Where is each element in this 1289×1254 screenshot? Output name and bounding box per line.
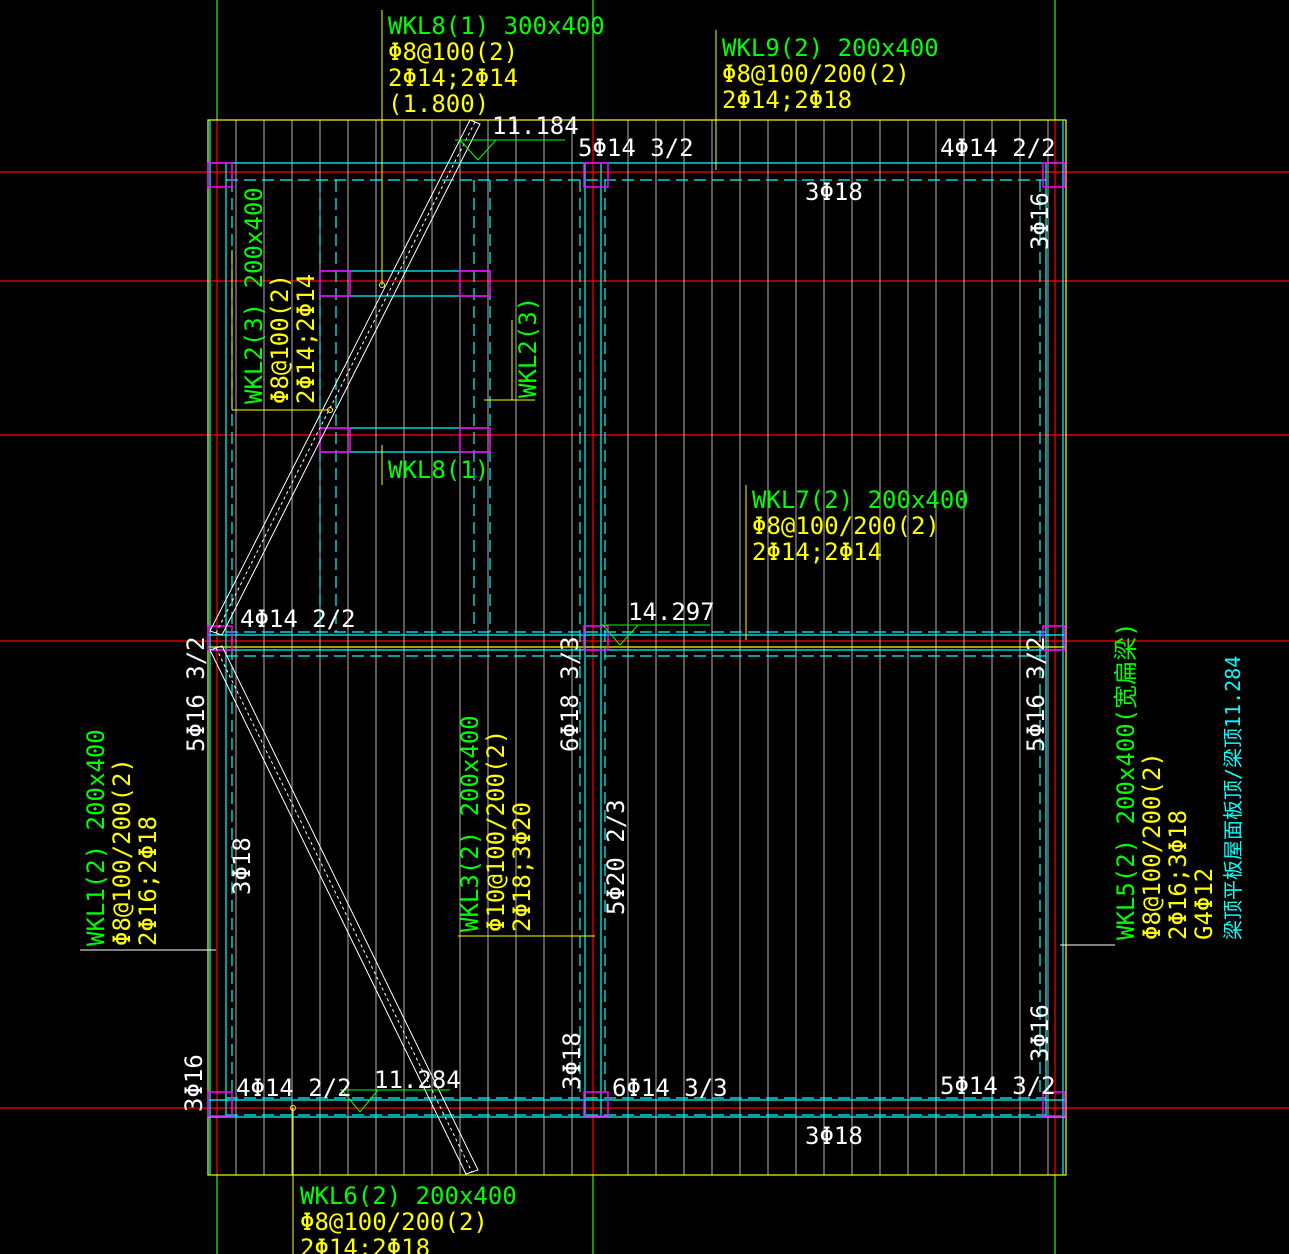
rebar-bot-left: 4Φ14 2/2 [236, 1074, 352, 1102]
beam-bars: 2Φ14;2Φ18 [722, 86, 852, 114]
beam-name: WKL1(2) 200x400 [82, 729, 110, 946]
hidden-beam-edges [226, 179, 1046, 1116]
columns [207, 162, 1066, 1117]
rebar-left-span: 3Φ18 [228, 837, 256, 895]
beam-stirrup: Φ8@100(2) [388, 38, 518, 66]
beam-bars: 2Φ14;2Φ14 [292, 274, 320, 404]
elevation-marker-bottom [340, 1089, 450, 1113]
beam-offset: (1.800) [388, 90, 489, 118]
beam-stirrup: Φ8@100/200(2) [1138, 752, 1166, 940]
beam-label-wkl7[interactable]: WKL7(2) 200x400 Φ8@100/200(2) 2Φ14;2Φ14 [752, 486, 969, 566]
beam-label-wkl5[interactable]: WKL5(2) 200x400(宽扁梁) Φ8@100/200(2) 2Φ16;… [1112, 622, 1245, 940]
rebar-right-top: 3Φ16 [1026, 192, 1054, 250]
rebar-center-bot: 3Φ18 [558, 1032, 586, 1090]
beam-label-wkl8[interactable]: WKL8(1) 300x400 Φ8@100(2) 2Φ14;2Φ14 (1.8… [388, 12, 605, 118]
beam-bars: 2Φ16;2Φ18 [134, 816, 162, 946]
elevation-top: 11.184 [492, 112, 579, 140]
beam-label-wkl1[interactable]: WKL1(2) 200x400 Φ8@100/200(2) 2Φ16;2Φ18 [82, 729, 162, 946]
elevation-marker-top [455, 139, 565, 161]
beam-label-wkl2[interactable]: WKL2(3) 200x400 Φ8@100(2) 2Φ14;2Φ14 [240, 187, 320, 404]
beam-stirrup: Φ8@100/200(2) [108, 758, 136, 946]
rebar-mid-left: 4Φ14 2/2 [240, 605, 356, 633]
beam-label-wkl6[interactable]: WKL6(2) 200x400 Φ8@100/200(2) 2Φ14;2Φ18 [300, 1182, 517, 1254]
beam-bars: 2Φ16;3Φ18 [1164, 810, 1192, 940]
beam-stirrup: Φ8@100(2) [266, 274, 294, 404]
beam-stirrup: Φ8@100/200(2) [300, 1208, 488, 1236]
beam-name: WKL3(2) 200x400 [456, 715, 484, 932]
rebar-top-mid: 5Φ14 3/2 [578, 134, 694, 162]
rebar-center-span: 5Φ20 2/3 [602, 799, 630, 915]
beam-bars: 2Φ14;2Φ14 [752, 538, 882, 566]
rebar-left-mid: 5Φ16 3/2 [182, 636, 210, 752]
beam-name: WKL5(2) 200x400(宽扁梁) [1112, 622, 1140, 940]
rebar-bot-mid: 6Φ14 3/3 [612, 1074, 728, 1102]
beam-label-wkl3[interactable]: WKL3(2) 200x400 Φ10@100/200(2) 2Φ18;3Φ20 [456, 715, 536, 932]
rebar-center-col: 6Φ18 3/3 [556, 636, 584, 752]
rebar-right-mid: 5Φ16 3/2 [1022, 636, 1050, 752]
beam-stirrup: Φ8@100/200(2) [752, 512, 940, 540]
beam-bars: 2Φ14;2Φ14 [388, 64, 518, 92]
stair-flights [209, 119, 481, 1175]
beam-label-wkl2-ref[interactable]: WKL2(3) [514, 297, 542, 398]
beam-name: WKL6(2) 200x400 [300, 1182, 517, 1210]
beam-stirrup: Φ8@100/200(2) [722, 60, 910, 88]
beam-label-wkl8-ref[interactable]: WKL8(1) [388, 456, 489, 484]
beam-name: WKL2(3) 200x400 [240, 187, 268, 404]
rebar-right-bottom: 3Φ16 [1026, 1004, 1054, 1062]
rebar-top-span: 3Φ18 [805, 178, 863, 206]
elevation-middle: 14.297 [628, 598, 715, 626]
leader-lines [80, 10, 1115, 1254]
beam-label-wkl9[interactable]: WKL9(2) 200x400 Φ8@100/200(2) 2Φ14;2Φ18 [722, 34, 939, 114]
beam-bars: 2Φ14;2Φ18 [300, 1234, 430, 1254]
elevation-marker-middle [600, 624, 710, 646]
beam-name: WKL8(1) 300x400 [388, 12, 605, 40]
elevation-bottom: 11.284 [374, 1066, 461, 1094]
rebar-top-right: 4Φ14 2/2 [940, 134, 1056, 162]
beam-name: WKL7(2) 200x400 [752, 486, 969, 514]
rebar-bot-right: 5Φ14 3/2 [940, 1072, 1056, 1100]
rebar-left-bottom: 3Φ16 [180, 1054, 208, 1112]
beam-note: 梁顶平板屋面板顶/梁顶11.284 [1221, 656, 1245, 940]
beam-stirrup: Φ10@100/200(2) [482, 730, 510, 932]
beam-name: WKL9(2) 200x400 [722, 34, 939, 62]
axis-lines-vertical [216, 0, 1056, 1254]
rebar-bot-span: 3Φ18 [805, 1122, 863, 1150]
beam-side-bars: G4Φ12 [1190, 868, 1218, 940]
beam-bars: 2Φ18;3Φ20 [508, 802, 536, 932]
axis-lines-horizontal [0, 171, 1289, 1109]
